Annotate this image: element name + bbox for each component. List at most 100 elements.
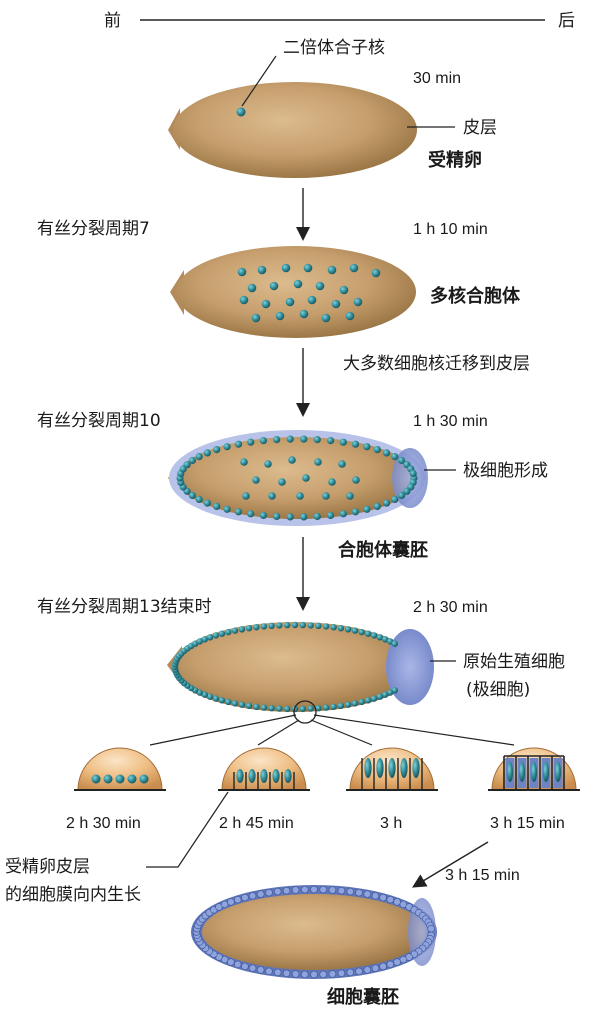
nucleus [403,487,411,495]
nucleus [268,705,275,712]
nucleus [351,627,359,634]
cortex-label: 皮层 [463,118,497,138]
migration-note: 大多数细胞核迁移到皮层 [343,354,530,374]
anterior-label: 前 [104,11,121,31]
nucleus [313,512,321,521]
nucleus [218,697,226,704]
cell [310,970,318,979]
nucleus [231,627,239,634]
nucleus [344,626,352,633]
nucleus [201,691,208,698]
nucleus [260,704,268,711]
nucleus [206,693,214,700]
detail-dome-4 [488,747,580,791]
cortical-nuclei [176,435,418,521]
nucleus [300,513,308,521]
nucleus [339,285,349,295]
nucleus [398,491,406,500]
nucleus [257,265,267,275]
nucleus [127,774,137,784]
cell [291,886,300,894]
nucleus [273,436,281,444]
cell [393,898,401,906]
cell [282,969,291,977]
nucleus [383,449,391,457]
nucleus [331,299,341,309]
nucleus [286,435,294,443]
nucleus [276,705,283,712]
nucleus [353,297,363,307]
cell [319,970,327,979]
detail-time-1: 2 h 30 min [66,815,141,832]
nucleus [302,474,310,482]
membrane-note-line2: 的细胞膜向内生长 [5,885,141,905]
nucleus [139,774,149,784]
nucleus [260,623,268,630]
nucleus [328,478,336,486]
cell [346,968,354,977]
stage-5-time: 3 h 15 min [445,867,520,884]
stage-3-syncytial-blastoderm: 极细胞形成 合胞体囊胚 [168,430,548,561]
cell [399,955,407,964]
nucleus [223,443,231,451]
cell [328,970,337,978]
nucleus [269,281,279,291]
egg-body [172,622,418,712]
nucleus [383,499,391,507]
nucleus [291,621,299,629]
cell [427,924,435,933]
cell [227,898,235,906]
nucleus [278,478,286,486]
nucleus [349,263,359,273]
nucleus [195,495,203,503]
nucleus [183,461,191,469]
detail-time-2: 2 h 45 min [219,815,294,832]
nucleus [284,621,291,629]
cell [248,892,257,900]
nucleus [293,279,303,289]
cell [386,895,394,904]
cell [355,888,363,897]
nucleus [370,695,378,702]
stage-2-time: 1 h 10 min [413,221,488,238]
nucleus [507,762,513,782]
nucleus [242,492,250,500]
zygote-nucleus [236,107,246,117]
cell [355,967,363,975]
cell [241,962,249,971]
detail-dome-1 [74,747,166,791]
cell [282,886,291,895]
nucleus [376,758,384,778]
nucleus [391,453,399,461]
nucleus [327,265,337,275]
nucleus [201,636,208,643]
nucleus [391,495,399,503]
nucleus [345,311,355,321]
stage-1-zygote: 二倍体合子核 30 min 皮层 受精卵 [168,38,497,178]
nucleus [313,436,321,444]
nucleus [363,505,371,513]
nucleus [373,446,381,454]
nucleus [245,702,253,709]
detail-time-4: 3 h 15 min [490,815,565,832]
nucleus [314,458,322,466]
nucleus [276,622,283,629]
stage-3-time: 1 h 30 min [413,413,488,430]
cell [371,964,380,972]
nucleus [339,438,347,446]
nucleus [371,268,381,278]
nucleus [245,625,253,632]
cell [274,968,282,977]
nucleus [260,769,268,783]
nucleus [330,703,337,710]
nucleus [299,621,306,629]
cell [363,966,371,974]
nucleus [115,774,125,784]
cell [319,885,327,894]
nucleus [240,458,248,466]
nucleus [268,492,276,500]
nucleus [253,703,260,710]
cell [265,967,273,975]
cell [363,890,371,898]
